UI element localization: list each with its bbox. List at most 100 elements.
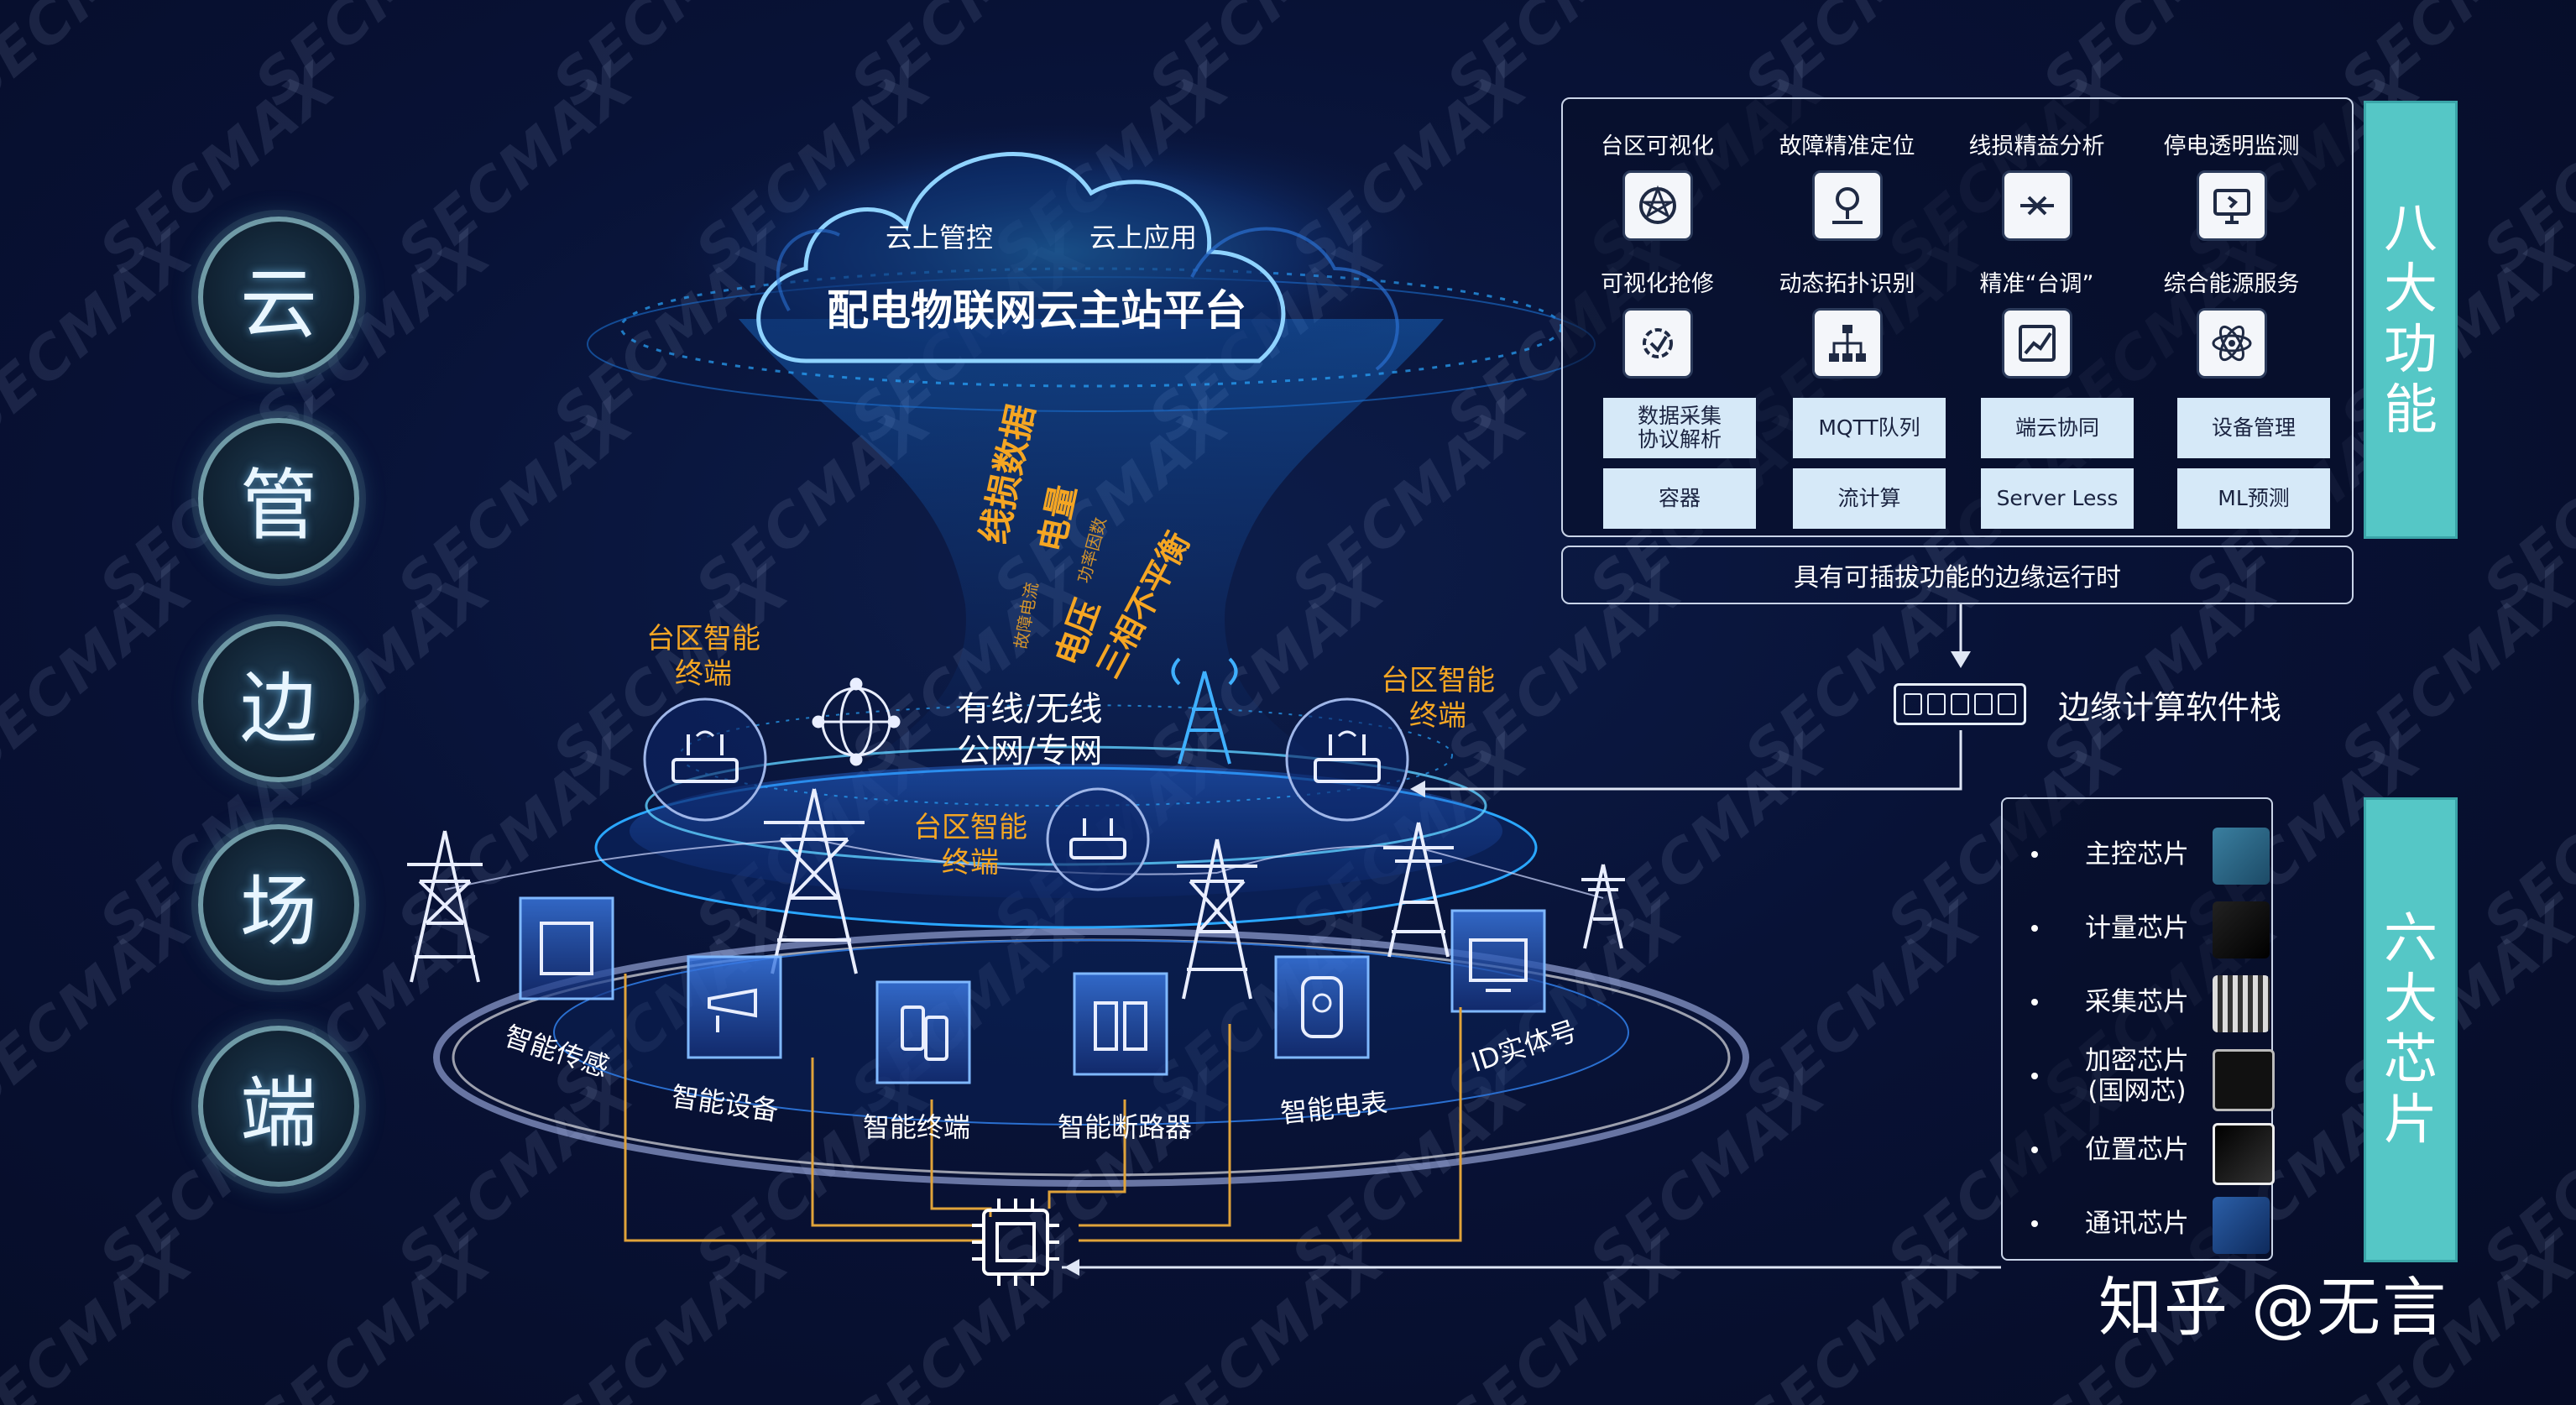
eight-functions-title: 八 大 功 能 (2364, 101, 2458, 539)
runtime-module: 设备管理 (2177, 398, 2330, 458)
chip-label: 位置芯片 (2085, 1135, 2189, 1165)
network-globe-icon (812, 677, 901, 766)
bullet-icon (2031, 1146, 2038, 1153)
function-item: 线损精益分析 (1951, 128, 2123, 241)
chip-item: 采集芯片 (2003, 970, 2271, 1037)
six-chips-char-0: 六 (2384, 908, 2438, 970)
terminal-label-center: 台区智能 终端 (913, 810, 1027, 880)
arrow-to-chip (1064, 1259, 1079, 1276)
terminal-label-left-line1: 台区智能 (646, 622, 760, 655)
chip-image-icon (2213, 975, 2270, 1032)
chip-item: 通讯芯片 (2003, 1192, 2271, 1259)
function-label: 台区可视化 (1601, 133, 1714, 159)
runtime-module: 容器 (1603, 468, 1756, 529)
device-label-breaker: 智能断路器 (1058, 1111, 1193, 1143)
function-item: 动态拓扑识别 (1761, 265, 1933, 379)
function-label: 可视化抢修 (1601, 271, 1714, 297)
edge-runtime-bar: 具有可插拔功能的边缘运行时 (1561, 546, 2354, 604)
chip-item: 加密芯片(国网芯) (2003, 1044, 2275, 1111)
chip-label: 通讯芯片 (2085, 1209, 2189, 1239)
runtime-module: MQTT队列 (1793, 398, 1946, 458)
terminal-label-left: 台区智能 终端 (646, 621, 760, 692)
chip-label: 加密芯片(国网芯) (2085, 1046, 2189, 1106)
chip-connection-lines (624, 974, 1462, 1242)
cloud-platform-icon (655, 118, 1460, 386)
function-item: 台区可视化 (1571, 128, 1743, 241)
signal-tower-icon (1171, 657, 1238, 765)
edge-stack-icon (1894, 683, 2026, 725)
terminal-label-center-line2: 终端 (942, 846, 999, 880)
chip-item: 计量芯片 (2003, 896, 2271, 964)
function-label: 停电透明监测 (2163, 133, 2300, 159)
transmission-tower-icons (407, 788, 1625, 1000)
chart-icon (2001, 308, 2072, 379)
arrow-to-terminal (1410, 781, 1425, 797)
six-chips-char-1: 大 (2384, 969, 2438, 1031)
runtime-module: 端云协同 (1981, 398, 2134, 458)
side-label-field: 场 (198, 824, 359, 985)
main-chip-icon (972, 1199, 1059, 1286)
eight-functions-char-1: 大 (2384, 259, 2438, 321)
bullet-icon (2031, 1220, 2038, 1227)
bullet-icon (2031, 1073, 2038, 1079)
eight-functions-char-3: 能 (2384, 379, 2438, 441)
side-label-pipe: 管 (198, 418, 359, 579)
function-item: 可视化抢修 (1571, 265, 1743, 379)
zhihu-watermark: 知乎 @无言 (2098, 1270, 2448, 1345)
chip-image-icon (2213, 901, 2270, 958)
network-label-line1: 有线/无线 (957, 690, 1103, 729)
cloud-tag-control: 云上管控 (886, 222, 994, 253)
network-label-line2: 公网/专网 (957, 732, 1103, 770)
device-label-terminal: 智能终端 (863, 1111, 971, 1143)
function-label: 综合能源服务 (2163, 271, 2300, 297)
bullet-icon (2031, 999, 2038, 1005)
function-label: 精准“台调” (1979, 271, 2094, 297)
cloud-platform-title: 配电物联网云主站平台 (827, 286, 1246, 335)
bullet-icon (2031, 925, 2038, 932)
location-icon (1811, 170, 1883, 241)
terminal-label-center-line1: 台区智能 (913, 811, 1027, 844)
chip-image-icon (2213, 1123, 2275, 1185)
eight-functions-char-0: 八 (2384, 198, 2438, 260)
side-label-edge: 边 (198, 621, 359, 782)
repair-icon (1622, 308, 1693, 379)
function-item: 精准“台调” (1951, 265, 2123, 379)
chip-image-icon (2213, 828, 2270, 885)
connector-lines (1062, 604, 2001, 1269)
function-label: 动态拓扑识别 (1779, 271, 1915, 297)
side-label-terminal: 端 (198, 1026, 359, 1187)
function-label: 线损精益分析 (1968, 133, 2105, 159)
six-chips-char-2: 芯 (2384, 1029, 2438, 1091)
edge-stack-label: 边缘计算软件栈 (2058, 689, 2282, 726)
terminal-label-right-line1: 台区智能 (1381, 664, 1495, 697)
runtime-module: 流计算 (1793, 468, 1946, 529)
chip-image-icon (2213, 1197, 2270, 1254)
arrow-down-edge (1951, 651, 1971, 668)
bullet-icon (2031, 851, 2038, 858)
monitor-icon (2196, 170, 2267, 241)
chip-item: 位置芯片 (2003, 1118, 2275, 1185)
chip-label: 主控芯片 (2085, 839, 2189, 870)
topology-icon (1811, 308, 1883, 379)
visual-icon (1622, 170, 1693, 241)
chip-item: 主控芯片 (2003, 823, 2271, 890)
six-chips-title: 六 大 芯 片 (2364, 797, 2458, 1262)
function-label: 故障精准定位 (1779, 133, 1915, 159)
terminal-label-left-line2: 终端 (675, 657, 732, 691)
chips-panel: 主控芯片计量芯片采集芯片加密芯片(国网芯) 位置芯片通讯芯片 (2001, 797, 2275, 1261)
network-label: 有线/无线 公网/专网 (957, 688, 1102, 772)
eight-functions-char-2: 功 (2384, 319, 2438, 381)
terminal-label-right: 台区智能 终端 (1381, 663, 1495, 734)
energy-icon (2196, 308, 2267, 379)
function-item: 故障精准定位 (1761, 128, 1933, 241)
six-chips-char-3: 片 (2384, 1089, 2438, 1152)
cloud-tag-apps: 云上应用 (1089, 222, 1198, 253)
chip-label: 计量芯片 (2085, 913, 2189, 943)
side-label-cloud: 云 (198, 217, 359, 378)
chip-image-icon (2213, 1049, 2275, 1111)
terminal-router-icons (643, 697, 1409, 891)
terminal-label-right-line2: 终端 (1409, 699, 1466, 733)
runtime-module: ML预测 (2177, 468, 2330, 529)
function-item: 综合能源服务 (2145, 265, 2317, 379)
